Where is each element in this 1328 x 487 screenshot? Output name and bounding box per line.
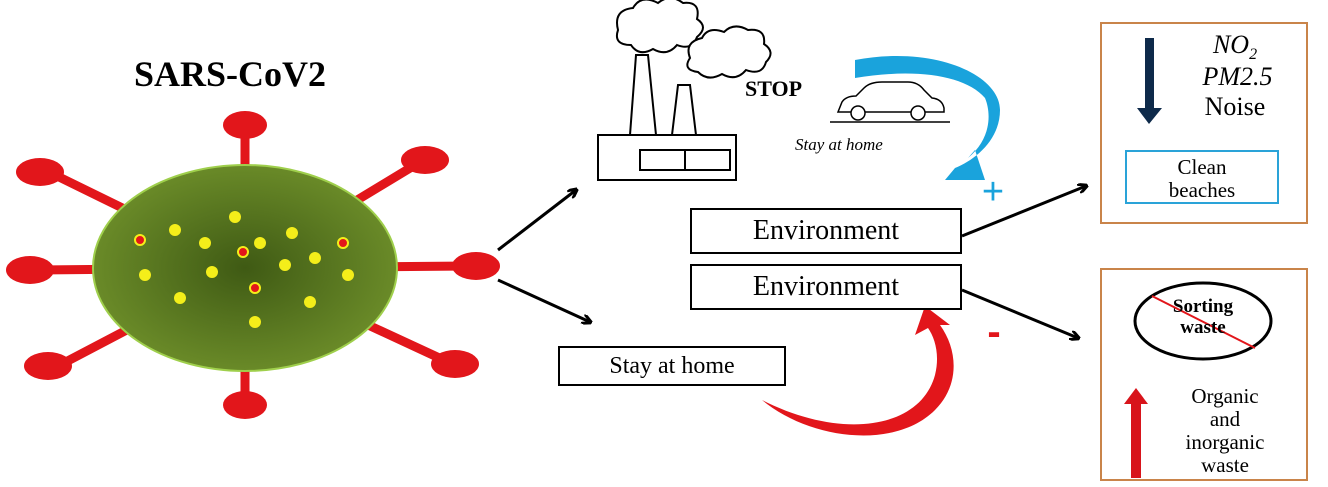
virus-red-dots — [134, 234, 349, 294]
no2-label: NO2 — [1180, 30, 1290, 64]
and-label: and — [1209, 407, 1241, 431]
clean-label: Clean — [1177, 155, 1227, 179]
sorting-waste-crossed-icon — [1133, 281, 1273, 361]
stay-home-box: Stay at home — [558, 346, 786, 386]
sorting-label: Sorting — [1172, 296, 1234, 317]
plus-sign: + — [982, 171, 1004, 213]
organic-label: Organic — [1191, 384, 1259, 408]
clean-beaches-box: Clean beaches — [1125, 150, 1279, 204]
arrow-to-positive-panel — [961, 186, 1086, 238]
environment-box-top: Environment — [690, 208, 962, 254]
pm25-label: PM2.5 — [1202, 62, 1273, 91]
arrow-to-stay-home — [497, 278, 590, 322]
arrow-to-negative-panel — [961, 288, 1078, 338]
waste-label: waste — [1180, 317, 1226, 338]
arrow-to-factory — [497, 190, 576, 252]
stay-home-box-label: Stay at home — [609, 352, 735, 379]
minus-sign: - — [987, 310, 1000, 354]
up-arrow-icon — [1124, 388, 1148, 478]
virus-yellow-dots — [139, 211, 354, 328]
no2-subscript: 2 — [1249, 46, 1258, 64]
negative-effects-panel — [1100, 268, 1308, 481]
positive-effects-panel — [1100, 22, 1308, 224]
car-icon — [830, 81, 950, 123]
virus-spike-tips — [6, 111, 500, 419]
red-curved-arrow — [762, 306, 954, 436]
noise-label: Noise — [1204, 92, 1266, 121]
title: SARS-CoV2 — [134, 54, 326, 94]
factory-icon — [597, 54, 737, 181]
waste-type-label: waste — [1201, 453, 1249, 477]
stay-home-italic-label: Stay at home — [795, 135, 883, 154]
stop-label: STOP — [745, 76, 802, 101]
blue-curved-arrow — [855, 56, 1000, 180]
smoke-cloud-icon — [615, 0, 772, 79]
beaches-label: beaches — [1168, 178, 1236, 202]
environment-label-bottom: Environment — [752, 271, 900, 302]
no2-text: NO — [1212, 30, 1250, 59]
environment-box-bottom: Environment — [690, 264, 962, 310]
virus-body — [92, 164, 398, 372]
inorganic-label: inorganic — [1185, 430, 1265, 454]
environment-label-top: Environment — [752, 215, 900, 246]
down-arrow-icon — [1137, 38, 1162, 124]
